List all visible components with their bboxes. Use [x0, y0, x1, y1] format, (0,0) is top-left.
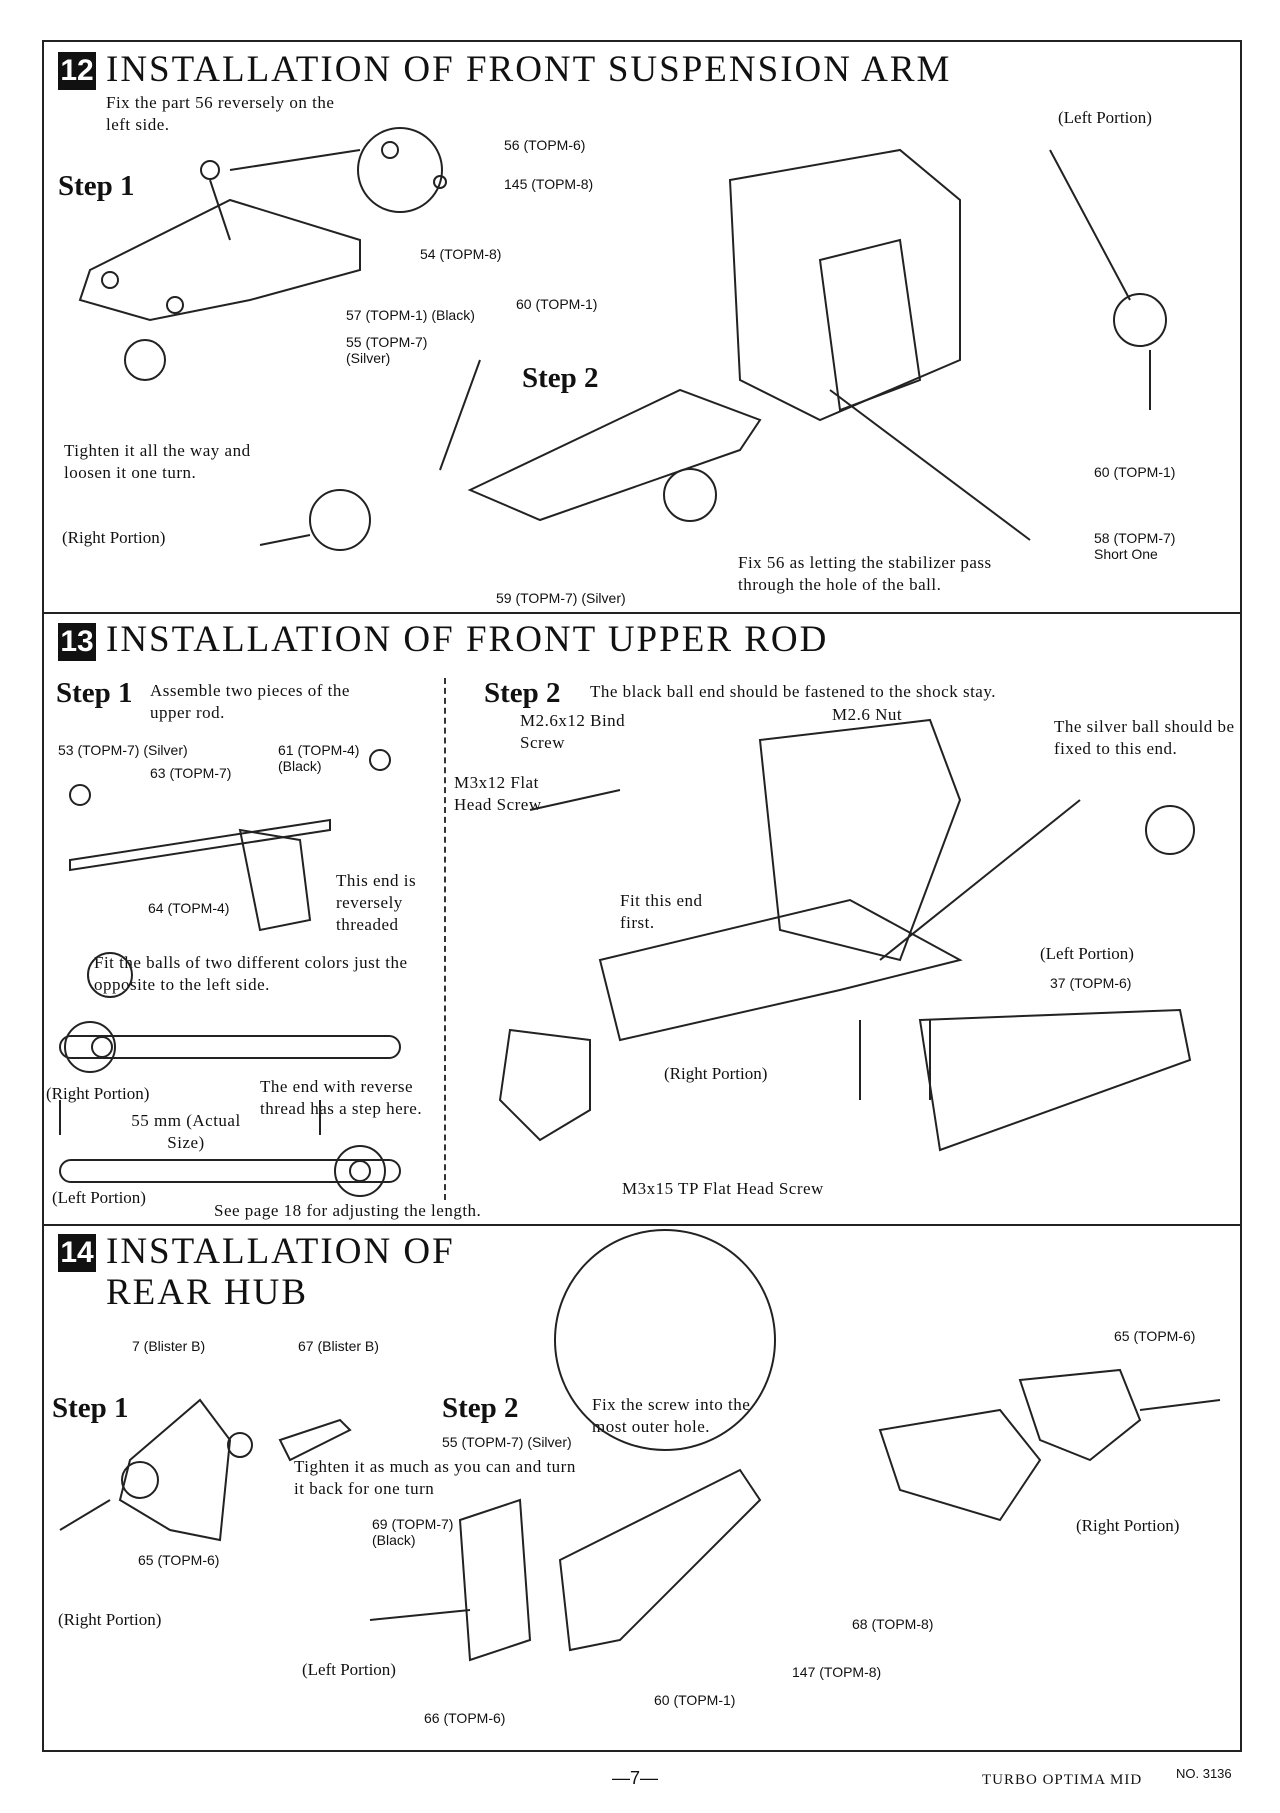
step-divider: [444, 678, 446, 1200]
note-fix-screw: Fix the screw into the most outer hole.: [592, 1395, 751, 1436]
note-reverse: Fix the part 56 reversely on the left si…: [106, 93, 335, 134]
page-number: —7—: [612, 1768, 659, 1788]
portion-right-step1: (Right Portion): [46, 1084, 150, 1103]
note-step-here: The end with reverse thread has a step h…: [260, 1077, 423, 1118]
portion-right-2: (Right Portion): [1076, 1516, 1180, 1535]
portion-left: (Left Portion): [1040, 944, 1134, 963]
portion-right: (Right Portion): [664, 1064, 768, 1083]
section-title-line2: REAR HUB: [106, 1272, 309, 1313]
portion-right: (Right Portion): [62, 528, 166, 547]
note-flat-head: M3x12 Flat Head Screw: [454, 773, 542, 814]
section-title-line1: INSTALLATION OF: [106, 1231, 455, 1272]
step1-label: Step 1: [52, 1392, 129, 1424]
section-divider: [42, 1224, 1242, 1226]
note-fit-first: Fit this end first.: [620, 891, 703, 932]
upper-rod-drawing: [59, 749, 401, 1197]
part-label: 69 (TOPM-7) (Black): [372, 1516, 454, 1548]
front-suspension-arm-drawing: [78, 127, 447, 381]
note-nut: M2.6 Nut: [832, 705, 903, 724]
step2-label: Step 2: [484, 677, 561, 709]
part-label: 37 (TOPM-6): [1050, 975, 1132, 991]
step2-label: Step 2: [522, 362, 599, 394]
part-label: 65 (TOPM-6): [138, 1552, 220, 1568]
part-label: 54 (TOPM-8): [420, 246, 502, 262]
note-silver-ball: The silver ball should be fixed to this …: [1054, 717, 1235, 758]
page-frame: [42, 40, 1242, 1752]
model-number: NO. 3136: [1176, 1766, 1232, 1781]
part-label: 7 (Blister B): [132, 1338, 206, 1354]
portion-right: (Right Portion): [58, 1610, 162, 1629]
note-length: 55 mm (Actual Size): [131, 1111, 241, 1152]
part-label: 53 (TOPM-7) (Silver): [58, 742, 188, 758]
note-tighten: Tighten it all the way and loosen it one…: [64, 441, 251, 482]
part-label: 59 (TOPM-7) (Silver): [496, 590, 626, 606]
note-see-page: See page 18 for adjusting the length.: [214, 1201, 482, 1220]
note-reverse-thread: This end is reversely threaded: [336, 871, 417, 934]
step1-label: Step 1: [56, 677, 133, 709]
part-label: 67 (Blister B): [298, 1338, 379, 1354]
section-title: INSTALLATION OF FRONT SUSPENSION ARM: [106, 49, 952, 90]
portion-left: (Left Portion): [302, 1660, 396, 1679]
rear-hub-drawing: [59, 1229, 1221, 1662]
part-label: 55 (TOPM-7) (Silver): [346, 334, 428, 366]
portion-left: (Left Portion): [1058, 108, 1152, 127]
section-divider: [42, 612, 1242, 614]
section-number: 14: [58, 1234, 96, 1272]
part-label: 66 (TOPM-6): [424, 1710, 506, 1726]
part-label: 55 (TOPM-7) (Silver): [442, 1434, 572, 1450]
part-label: 58 (TOPM-7) Short One: [1094, 530, 1176, 562]
note-fit-balls: Fit the balls of two different colors ju…: [94, 953, 408, 994]
note-bind-screw: M2.6x12 Bind Screw: [520, 711, 626, 752]
part-label: 65 (TOPM-6): [1114, 1328, 1196, 1344]
note-assemble: Assemble two pieces of the upper rod.: [150, 681, 350, 722]
part-label: 61 (TOPM-4) (Black): [278, 742, 360, 774]
front-chassis-drawing: [259, 148, 1167, 551]
note-fix56: Fix 56 as letting the stabilizer pass th…: [738, 553, 992, 594]
note-black-ball: The black ball end should be fastened to…: [590, 682, 996, 701]
section-title: INSTALLATION OF FRONT UPPER ROD: [106, 619, 829, 660]
part-label: 57 (TOPM-1) (Black): [346, 307, 475, 323]
section-number: 13: [58, 623, 96, 661]
part-label: 147 (TOPM-8): [792, 1664, 882, 1680]
step1-label: Step 1: [58, 170, 135, 202]
step2-label: Step 2: [442, 1392, 519, 1424]
part-label: 60 (TOPM-1): [516, 296, 598, 312]
part-label: 145 (TOPM-8): [504, 176, 594, 192]
section-number: 12: [58, 52, 96, 90]
note-tp-screw: M3x15 TP Flat Head Screw: [622, 1179, 824, 1198]
front-upper-rod-chassis-drawing: [498, 718, 1195, 1152]
part-label: 63 (TOPM-7): [150, 765, 232, 781]
note-tighten: Tighten it as much as you can and turn i…: [294, 1457, 576, 1498]
part-label: 64 (TOPM-4): [148, 900, 230, 916]
model-name: TURBO OPTIMA MID: [982, 1772, 1143, 1788]
part-label: 60 (TOPM-1): [1094, 464, 1176, 480]
portion-left-step1: (Left Portion): [52, 1188, 146, 1207]
part-label: 56 (TOPM-6): [504, 137, 586, 153]
part-label: 68 (TOPM-8): [852, 1616, 934, 1632]
part-label: 60 (TOPM-1): [654, 1692, 736, 1708]
